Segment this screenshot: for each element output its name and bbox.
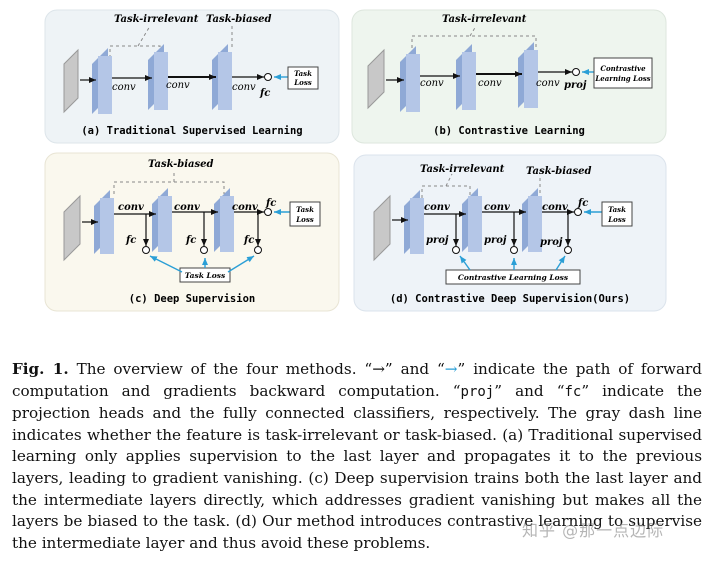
panel-b-background xyxy=(351,9,667,144)
conv-layer xyxy=(94,190,114,254)
conv-label: conv xyxy=(478,78,502,89)
conv-layer xyxy=(456,44,476,110)
panel-a: Task-irrelevant Task-biased conv conv co… xyxy=(44,9,340,144)
conv-label: conv xyxy=(424,202,450,213)
loss-line2: Loss xyxy=(607,215,626,224)
conv-label: conv xyxy=(118,202,144,213)
panel-c-background xyxy=(44,152,340,312)
irrelevant-bracket xyxy=(411,35,537,48)
label-task-irrelevant: Task-irrelevant xyxy=(442,14,527,25)
input-image xyxy=(63,194,81,262)
proj-label: proj xyxy=(564,80,587,91)
contrastive-loss-box xyxy=(445,269,581,285)
panel-c: Task-biased conv conv conv fc fc fc xyxy=(44,152,340,312)
label-task-biased: Task-biased xyxy=(526,166,592,177)
conv-layer xyxy=(152,188,172,252)
conv-label: conv xyxy=(420,78,444,89)
contrastive-loss-box xyxy=(593,57,653,89)
proj-label: proj xyxy=(484,235,507,246)
fc-code: fc xyxy=(564,383,582,400)
loss-line1: Task xyxy=(294,69,312,78)
loss-line1: Task xyxy=(296,205,314,214)
conv-label: conv xyxy=(232,82,256,93)
loss-line2: Loss xyxy=(293,78,312,87)
loss-line2: Loss xyxy=(295,215,314,224)
proj-label: proj xyxy=(426,235,449,246)
loss-line1: Contrastive xyxy=(600,64,646,73)
fc-node xyxy=(254,246,262,254)
input-image xyxy=(373,194,391,262)
input-image xyxy=(367,48,385,110)
conv-label: conv xyxy=(174,202,200,213)
conv-label: conv xyxy=(166,80,190,91)
conv-layer xyxy=(212,44,232,110)
panel-b: Task-irrelevant conv conv conv proj Cont… xyxy=(351,9,667,144)
bottom-loss-label: Task Loss xyxy=(185,271,226,280)
conv-layer xyxy=(404,190,424,254)
caption-text: ” indicate the path of forward computati… xyxy=(12,360,702,400)
fc-label: fc xyxy=(185,235,196,246)
panel-d-background xyxy=(353,154,667,312)
panel-d: Task-irrelevant Task-biased conv conv co… xyxy=(353,154,667,312)
watermark: 知乎 @那一点边际 xyxy=(522,521,665,540)
proj-node xyxy=(510,246,518,254)
conv-layer xyxy=(400,46,420,112)
caption-text: ” and “ xyxy=(384,360,445,378)
proj-label: proj xyxy=(540,237,563,248)
proj-node xyxy=(564,246,572,254)
task-loss-box xyxy=(601,201,633,227)
task-loss-box xyxy=(287,66,319,90)
panel-b-caption: (b) Contrastive Learning xyxy=(433,125,585,137)
conv-layer xyxy=(462,188,482,252)
input-image xyxy=(63,48,79,114)
proj-node xyxy=(452,246,460,254)
caption-text: ” indicate the projection heads and the … xyxy=(12,381,702,552)
black-arrow-glyph: → xyxy=(372,360,385,378)
conv-layer xyxy=(214,188,234,252)
loss-line1: Task xyxy=(608,205,626,214)
fc-label: fc xyxy=(243,235,254,246)
label-task-biased: Task-biased xyxy=(148,159,214,170)
caption-text: ” and “ xyxy=(494,381,565,400)
figure-caption: Fig. 1. The overview of the four methods… xyxy=(12,359,702,554)
conv-layer xyxy=(518,42,538,108)
fc-node xyxy=(264,208,272,216)
loss-line2: Learning Loss xyxy=(594,74,650,83)
conv-layer xyxy=(92,48,112,114)
conv-label: conv xyxy=(484,202,510,213)
fc-node xyxy=(200,246,208,254)
caption-text: The overview of the four methods. “ xyxy=(68,360,373,378)
conv-layer xyxy=(522,188,542,252)
fc-label: fc xyxy=(265,198,276,209)
conv-label: conv xyxy=(536,78,560,89)
conv-label: conv xyxy=(112,82,136,93)
conv-label: conv xyxy=(542,202,568,213)
label-task-biased: Task-biased xyxy=(206,14,272,25)
proj-code: proj xyxy=(460,383,495,400)
label-task-irrelevant: Task-irrelevant xyxy=(114,14,199,25)
panel-d-caption: (d) Contrastive Deep Supervision(Ours) xyxy=(390,293,630,305)
figure-label: Fig. 1. xyxy=(12,360,69,378)
fc-label: fc xyxy=(125,235,136,246)
fc-node xyxy=(264,73,272,81)
fc-node xyxy=(142,246,150,254)
panel-c-caption: (c) Deep Supervision xyxy=(129,293,255,305)
bottom-loss-label: Contrastive Learning Loss xyxy=(458,273,569,282)
blue-arrow-glyph: → xyxy=(444,360,458,378)
conv-layer xyxy=(148,44,168,110)
fc-label: fc xyxy=(259,88,270,99)
fc-label: fc xyxy=(577,198,588,209)
task-loss-box xyxy=(289,201,321,227)
panel-a-caption: (a) Traditional Supervised Learning xyxy=(81,125,302,137)
figure-diagram: Task-irrelevant Task-biased conv conv co… xyxy=(44,9,667,312)
label-task-irrelevant: Task-irrelevant xyxy=(420,164,505,175)
fc-node xyxy=(574,208,582,216)
biased-bracket xyxy=(113,181,225,194)
conv-label: conv xyxy=(232,202,258,213)
proj-node xyxy=(572,68,580,76)
